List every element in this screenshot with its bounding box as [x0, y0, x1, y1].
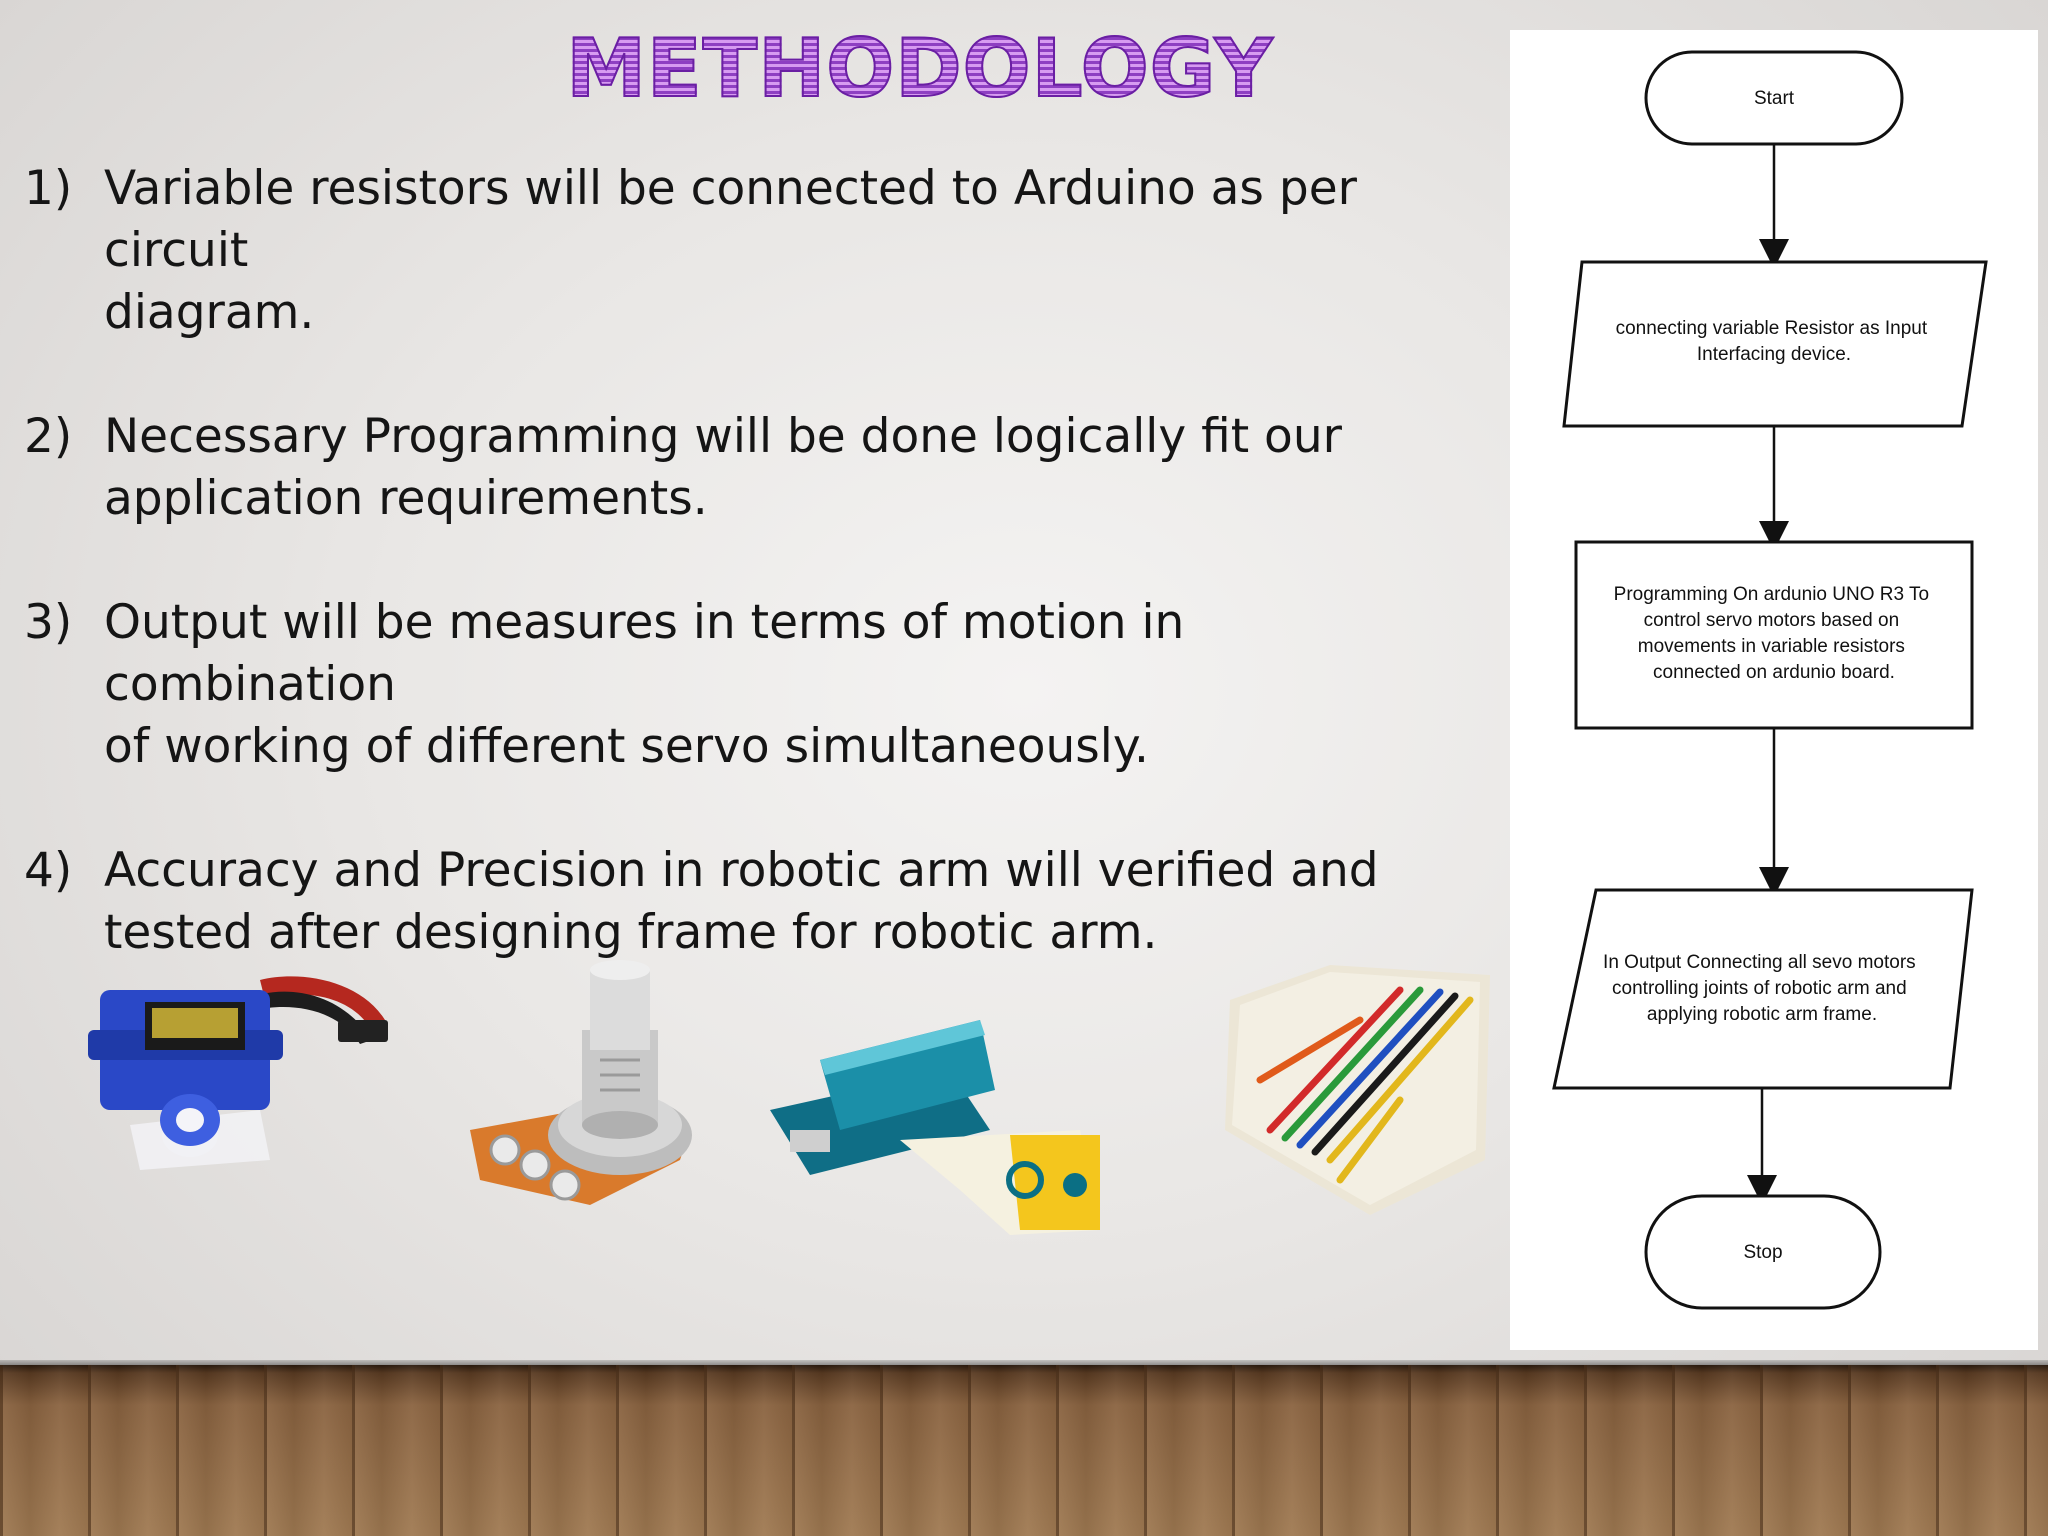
step-text-line: tested after designing frame for robotic… [104, 905, 1158, 960]
input-text-line: Interfacing device. [1697, 344, 1851, 365]
output-text-line: controlling joints of robotic arm and [1612, 978, 1907, 999]
step-1: 1) Variable resistors will be connected … [24, 158, 1464, 344]
step-2: 2) Necessary Programming will be done lo… [24, 406, 1464, 530]
stop-label: Stop [1743, 1242, 1782, 1263]
methodology-steps: 1) Variable resistors will be connected … [24, 158, 1464, 1026]
flowchart-panel: Start connecting variable Resistor as In… [1510, 30, 2038, 1350]
input-text-line: connecting variable Resistor as Input [1616, 318, 1928, 339]
start-label: Start [1754, 88, 1795, 109]
step-number: 3) [24, 595, 73, 650]
input-text: connecting variable Resistor as Input In… [1616, 318, 1933, 365]
step-text-line: of working of different servo simultaneo… [104, 719, 1149, 774]
process-text: Programming On ardunio UNO R3 To control… [1614, 584, 1935, 683]
step-text-line: Variable resistors will be connected to … [104, 161, 1357, 278]
output-text: In Output Connecting all sevo motors con… [1603, 952, 1921, 1025]
step-number: 1) [24, 161, 73, 216]
step-text-line: Necessary Programming will be done logic… [104, 409, 1342, 464]
process-text-line: control servo motors based on [1644, 610, 1900, 631]
step-3: 3) Output will be measures in terms of m… [24, 592, 1464, 778]
step-text-line: diagram. [104, 285, 315, 340]
step-4: 4) Accuracy and Precision in robotic arm… [24, 840, 1464, 964]
output-text-line: In Output Connecting all sevo motors [1603, 952, 1916, 973]
process-text-line: Programming On ardunio UNO R3 To [1614, 584, 1929, 605]
components-illustration [88, 960, 1490, 1235]
output-parallelogram [1552, 888, 1974, 1090]
wood-floor [0, 1365, 2048, 1536]
flowchart: Start connecting variable Resistor as In… [1552, 50, 1988, 1310]
arduino-board-image [770, 1020, 1100, 1235]
process-text-line: movements in variable resistors [1638, 636, 1905, 657]
step-number: 4) [24, 843, 73, 898]
potentiometer-image [470, 960, 692, 1205]
step-text-line: Accuracy and Precision in robotic arm wi… [104, 843, 1379, 898]
stop-terminator [1644, 1194, 1882, 1310]
slide-title: METHODOLOGY [470, 21, 1370, 116]
process-text-line: connected on ardunio board. [1653, 662, 1895, 683]
input-parallelogram [1562, 260, 1988, 428]
servo-motor-image [88, 976, 388, 1170]
breadboard-image [1225, 965, 1490, 1215]
output-text-line: applying robotic arm frame. [1647, 1004, 1877, 1025]
step-text-line: application requirements. [104, 471, 708, 526]
step-number: 2) [24, 409, 73, 464]
step-text-line: Output will be measures in terms of moti… [104, 595, 1185, 712]
process-box [1574, 540, 1974, 730]
